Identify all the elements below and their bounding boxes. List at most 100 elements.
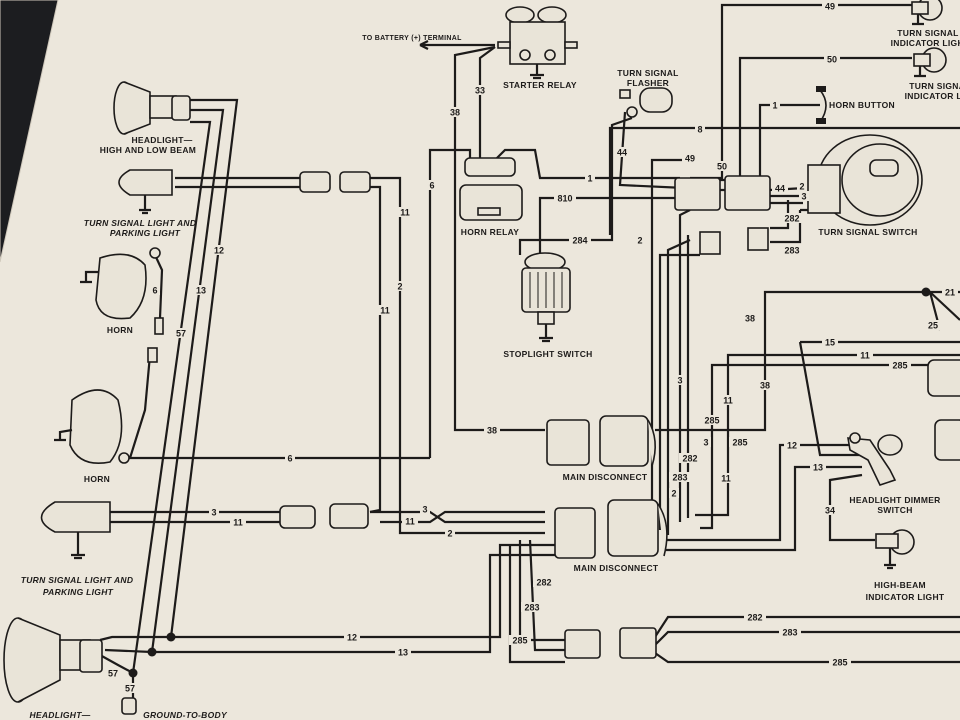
wire-label-background	[427, 180, 437, 190]
high-beam-indicator-symbol	[875, 529, 915, 570]
label-turn-signal-bottom-1: TURN SIGNAL LIGHT AND	[21, 575, 134, 585]
wire-label-background	[344, 632, 360, 642]
wire-number-label: 2	[799, 182, 804, 192]
label-main-disconnect-upper: MAIN DISCONNECT	[563, 472, 648, 482]
wire-number-label: 57	[125, 684, 135, 694]
wire-label-background	[533, 577, 555, 587]
wire-label-background	[784, 440, 800, 450]
label-ts-indicator-second-1: TURN SIGNAL	[909, 81, 960, 91]
wire-label-background	[695, 124, 705, 134]
wire-44	[618, 111, 686, 190]
wire-number-label: 282	[536, 578, 551, 588]
wire-number-label: 3	[422, 505, 427, 515]
wire-12-right	[665, 443, 862, 542]
wire-number-label: 49	[685, 154, 695, 164]
wire-number-label: 38	[487, 426, 497, 436]
wire-label-background	[824, 54, 840, 64]
label-to-battery: TO BATTERY (+) TERMINAL	[362, 35, 462, 42]
label-turn-signal-top-1: TURN SIGNAL LIGHT AND	[84, 218, 197, 228]
turn-signal-connector-bottom	[279, 503, 369, 529]
ground-to-body-symbol	[121, 697, 137, 715]
wire-number-label: 38	[745, 314, 755, 324]
wire-810	[538, 196, 690, 255]
wire-282-switch	[770, 200, 790, 230]
wire-label-background	[614, 147, 630, 157]
wire-number-label: 57	[108, 669, 118, 679]
wire-number-label: 44	[775, 184, 785, 194]
label-headlight-bottom: HEADLIGHT—	[29, 710, 90, 720]
wire-2-3-switch	[770, 194, 803, 205]
label-ts-indicator-second-2: INDICATOR LIGHT	[905, 91, 960, 101]
label-stoplight-switch: STOPLIGHT SWITCH	[503, 349, 592, 359]
wire-11-cross	[370, 510, 545, 524]
wire-label-background	[447, 107, 463, 117]
wire-number-label: 6	[287, 454, 292, 464]
label-starter-relay: STARTER RELAY	[503, 80, 577, 90]
label-horn-upper: HORN	[107, 325, 133, 335]
wire-2-vert	[650, 158, 690, 525]
wire-label-background	[889, 360, 911, 370]
label-flasher-2: FLASHER	[627, 78, 669, 88]
wire-number-label: 25	[928, 321, 938, 331]
label-dimmer-1: HEADLIGHT DIMMER	[849, 495, 940, 505]
turn-signal-flasher-symbol	[619, 87, 673, 118]
wire-2-run	[370, 176, 545, 535]
label-ts-indicator-top-2: INDICATOR LIGHT	[891, 38, 960, 48]
wire-label-background	[193, 285, 209, 295]
label-ground-to-body: GROUND-TO-BODY	[143, 710, 228, 720]
wire-label-background	[720, 395, 736, 405]
label-headlight-top-1: HEADLIGHT—	[131, 135, 192, 145]
wire-number-label: 49	[825, 2, 835, 12]
label-high-beam-1: HIGH-BEAM	[874, 580, 926, 590]
wire-number-label: 44	[617, 148, 627, 158]
turn-signal-connector-top	[299, 171, 371, 193]
wire-label-background	[173, 328, 189, 338]
wire-label-background	[230, 517, 246, 527]
label-main-disconnect-lower: MAIN DISCONNECT	[574, 563, 659, 573]
wire-number-label: 13	[196, 286, 206, 296]
wire-label-background	[472, 85, 488, 95]
wire-label-background	[285, 453, 295, 463]
wire-284	[518, 116, 633, 255]
wire-number-label: 34	[825, 506, 835, 516]
wire-number-label: 11	[860, 351, 870, 361]
label-horn-button: HORN BUTTON	[829, 100, 895, 110]
main-disconnect-upper-symbol	[546, 415, 656, 467]
headlight-top-symbol	[113, 81, 191, 135]
wire-285-low	[508, 545, 565, 664]
wire-label-background	[770, 100, 780, 110]
horn-lower-symbol	[54, 389, 130, 464]
wire-label-background	[569, 235, 591, 245]
label-turn-signal-switch: TURN SIGNAL SWITCH	[818, 227, 917, 237]
wire-number-label: 11	[723, 396, 733, 406]
wire-number-label: 283	[784, 246, 799, 256]
wire-label-background	[395, 647, 411, 657]
label-dimmer-2: SWITCH	[877, 505, 912, 515]
wire-8	[608, 126, 960, 235]
wire-33	[478, 46, 496, 160]
wire-283-low	[528, 539, 565, 652]
wire-label-background	[395, 281, 405, 291]
wire-label-background	[679, 453, 701, 463]
wire-label-background	[781, 245, 803, 255]
wire-number-label: 2	[671, 489, 676, 499]
wire-number-label: 50	[827, 55, 837, 65]
wire-number-label: 284	[572, 236, 587, 246]
wire-label-background	[942, 287, 958, 297]
wire-13	[150, 108, 555, 654]
wire-label-background	[554, 193, 576, 203]
wire-number-label: 57	[176, 329, 186, 339]
wire-label-background	[445, 528, 455, 538]
wire-number-label: 2	[447, 529, 452, 539]
wire-number-label: 1	[587, 174, 592, 184]
label-horn-lower: HORN	[84, 474, 110, 484]
small-connector-symbol	[564, 627, 657, 659]
wire-label-background	[669, 488, 679, 498]
turn-signal-switch-symbol	[807, 134, 923, 226]
stoplight-switch-symbol	[521, 252, 571, 343]
label-horn-relay: HORN RELAY	[461, 227, 519, 237]
wire-label-background	[420, 504, 430, 514]
wire-label-background	[925, 320, 941, 330]
